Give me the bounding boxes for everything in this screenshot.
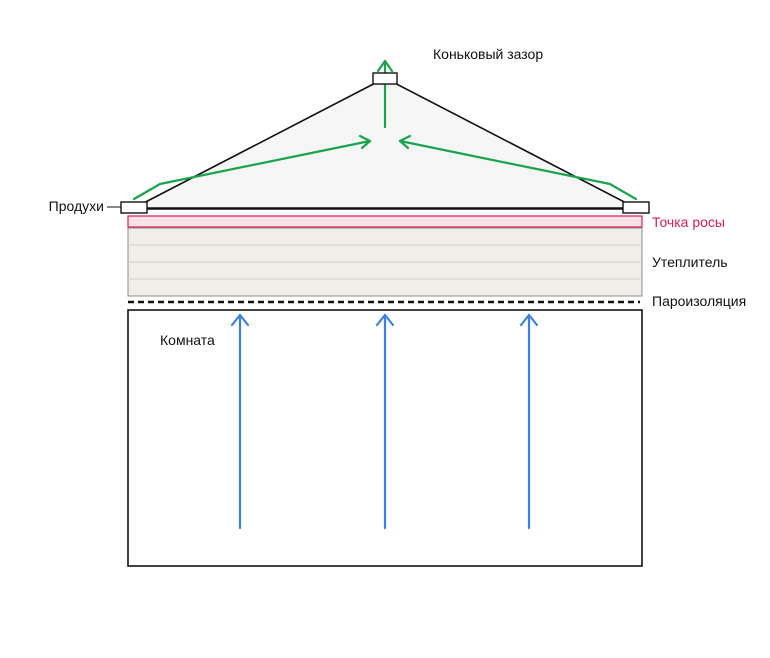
vapor-barrier-label: Пароизоляция: [652, 293, 746, 309]
insulation-layer-lines: [128, 244, 642, 280]
dew-point-layer: [127, 215, 643, 228]
dew-point-label: Точка росы: [652, 214, 725, 230]
heat-arrow-3-head: [519, 313, 539, 327]
heat-arrow-2-head: [375, 313, 395, 327]
vents-label: Продухи: [49, 198, 104, 214]
eave-vent-left: [120, 201, 148, 214]
ridge-gap-label: Коньковый зазор: [433, 46, 543, 62]
airflow-left-arrow: [132, 139, 372, 201]
room-label: Комната: [160, 332, 215, 348]
airflow-right-arrow: [398, 139, 638, 201]
airflow-right-arrowhead: [398, 134, 412, 150]
heat-arrows: [230, 313, 539, 530]
airflow-arrows: [132, 59, 638, 201]
insulation-label: Утеплитель: [652, 254, 728, 270]
eave-vent-right: [622, 201, 650, 214]
airflow-left-arrowhead: [358, 134, 372, 150]
airflow-ridge-arrowhead: [376, 59, 394, 73]
attic-space: [133, 77, 637, 209]
heat-arrow-1-head: [230, 313, 250, 327]
ridge-vent: [372, 72, 398, 85]
